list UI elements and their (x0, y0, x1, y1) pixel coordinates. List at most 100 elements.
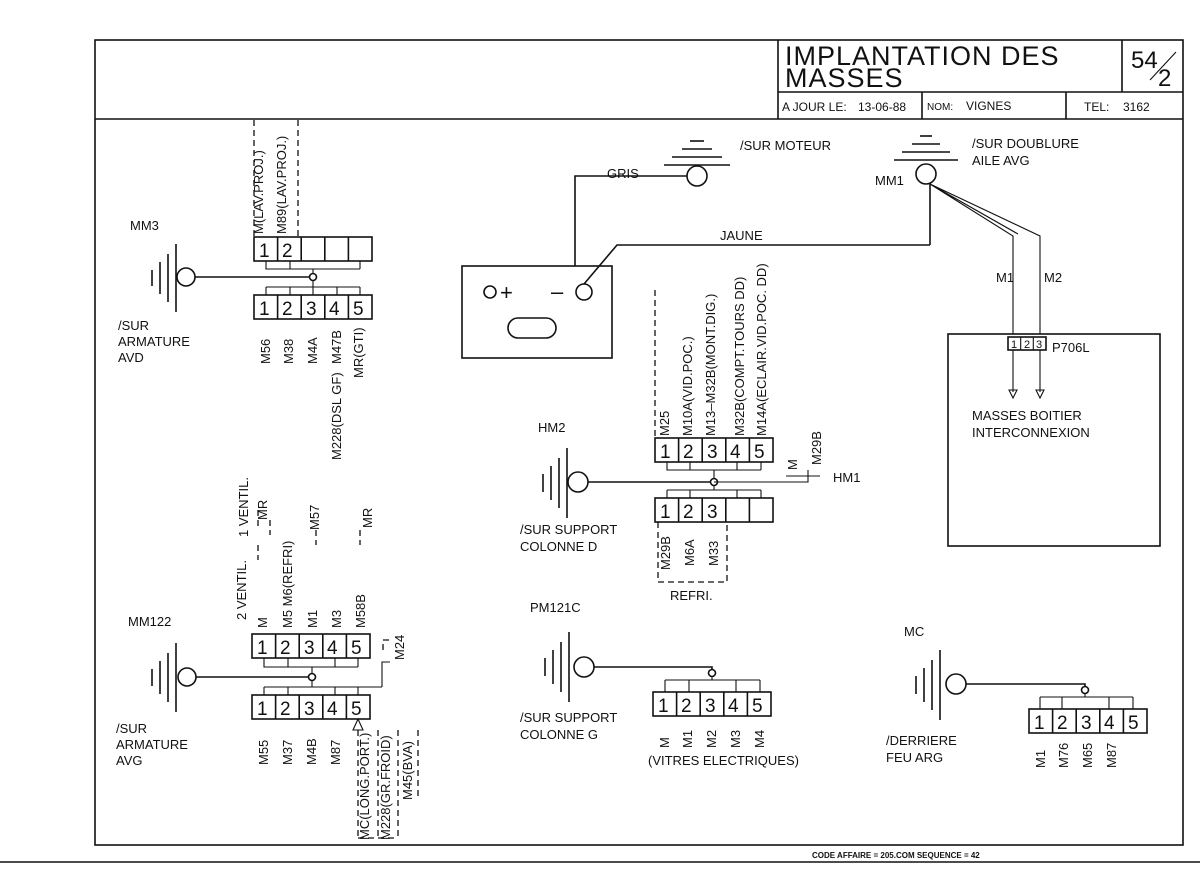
battery: + – (461, 265, 613, 359)
pm121c-label-3: M2 (704, 730, 719, 748)
author-label: NOM: (927, 102, 953, 113)
mm3-bottom-cell-4: 4 (329, 299, 340, 320)
connector-mm122-bottom: 1 2 3 4 5 (251, 694, 371, 720)
ground-name-pm121c: PM121C (530, 600, 581, 615)
page-title-line2: MASSES (785, 63, 904, 93)
mm122-top-cell-4: 4 (327, 638, 338, 659)
hm2-bottom-cell-3: 3 (707, 502, 718, 523)
ground-symbol-pm121c (544, 632, 595, 702)
ground-desc-mm3-3: AVD (118, 350, 144, 365)
p706l-cell-1: 1 (1011, 339, 1017, 351)
hm2-top-cell-2: 2 (683, 442, 694, 463)
ground-block-hm2: HM2 /SUR SUPPORT COLONNE D M25 M10A(VID.… (520, 263, 860, 603)
ground-name-mc: MC (904, 624, 924, 639)
mm122-top-cell-2: 2 (280, 638, 291, 659)
connector-mm3-top: 1 2 (253, 236, 373, 262)
ground-desc-mm3-1: /SUR (118, 318, 149, 333)
mm3-bottom-label-3: M4A (305, 337, 320, 364)
hm2-top-label-3: M13–M32B(MONT.DIG.) (703, 294, 718, 436)
hm2-bottom-cell-1: 1 (660, 502, 671, 523)
pm121c-label-2: M1 (680, 730, 695, 748)
mc-cell-4: 4 (1104, 713, 1115, 734)
pm121c-cell-2: 2 (681, 696, 692, 717)
battery-minus-label: – (551, 279, 564, 304)
mm122-top-label-6: M58B (353, 594, 368, 628)
mm122-upper-label-1: 1 VENTIL. (236, 477, 251, 537)
connector-hm2-bottom: 1 2 3 (654, 497, 774, 523)
mc-label-4: M87 (1104, 743, 1119, 768)
title-block: IMPLANTATION DES MASSES 54 2 A JOUR LE: … (95, 40, 1183, 120)
ground-desc-mm122-3: AVG (116, 753, 143, 768)
ground-symbol-mm122 (151, 643, 197, 712)
mm3-top-cell-2: 2 (282, 241, 293, 262)
mm122-bottom-label-3: M4B (304, 738, 319, 765)
interconnexion-box (947, 333, 1161, 547)
ground-desc-hm2-1: /SUR SUPPORT (520, 522, 617, 537)
ground-desc-mm1-1: /SUR DOUBLURE (972, 136, 1079, 151)
ground-block-mc: MC /DERRIERE FEU ARG 1 2 3 4 5 M1 M76 M6… (886, 624, 1148, 768)
tel-label: TEL: (1084, 100, 1109, 114)
mm3-bottom-label-5: MR(GTI) (351, 327, 366, 378)
ground-desc-moteur: /SUR MOTEUR (740, 138, 831, 153)
ground-desc-hm2-2: COLONNE D (520, 539, 597, 554)
mm3-bottom-cell-5: 5 (353, 299, 364, 320)
hm2-bottom-label-2: M6A (682, 539, 697, 566)
ground-symbol-mc (915, 650, 967, 720)
update-date-label: A JOUR LE: (782, 100, 847, 114)
ground-symbol-mm1 (894, 135, 958, 185)
mm3-top-cell-1: 1 (259, 241, 270, 262)
ground-desc-mc-1: /DERRIERE (886, 733, 957, 748)
mm122-bottom-cell-4: 4 (327, 699, 338, 720)
pm121c-cell-1: 1 (658, 696, 669, 717)
mm122-top-label-4: M1 (305, 610, 320, 628)
hm2-top-label-1: M25 (657, 411, 672, 436)
mm122-top-label-2: M (255, 617, 270, 628)
pm121c-cell-3: 3 (705, 696, 716, 717)
ground-desc-pm121c-2: COLONNE G (520, 727, 598, 742)
mm3-top-label-1: M(LAV.PROJ.) (251, 150, 266, 234)
mm3-bottom-label-4: M47B (329, 330, 344, 364)
pm121c-label-1: M (657, 737, 672, 748)
mm122-side-label: M24 (392, 635, 407, 660)
update-date-value: 13-06-88 (858, 100, 906, 114)
mm122-bottom-cell-2: 2 (280, 699, 291, 720)
page-number-bottom: 2 (1158, 65, 1171, 92)
connector-label-p706l: P706L (1052, 340, 1090, 355)
mm122-sub-label-2: M228(GR.FROID) (378, 735, 393, 840)
hm2-group-label: REFRI. (670, 588, 713, 603)
hm2-top-cell-3: 3 (707, 442, 718, 463)
mm122-top-label-3: M5 M6(REFRI) (280, 541, 295, 628)
mc-label-1: M1 (1033, 750, 1048, 768)
ground-name-mm3: MM3 (130, 218, 159, 233)
mc-label-2: M76 (1056, 743, 1071, 768)
pm121c-group-label: (VITRES ELECTRIQUES) (648, 753, 799, 768)
ground-symbol-hm2 (542, 448, 589, 518)
ground-desc-mm122-2: ARMATURE (116, 737, 188, 752)
ground-name-mm1: MM1 (875, 173, 904, 188)
connector-p706l: 1 2 3 (1007, 336, 1047, 351)
mc-label-3: M65 (1080, 743, 1095, 768)
ground-block-pm121c: PM121C /SUR SUPPORT COLONNE G 1 2 3 4 5 … (520, 600, 799, 768)
hm1-label: HM1 (833, 470, 860, 485)
p706l-cell-3: 3 (1036, 339, 1042, 351)
mm122-sub-label-1: MC(LONG.PORT.) (357, 733, 372, 840)
pm121c-label-5: M4 (752, 730, 767, 748)
ground-symbol-mm3 (151, 244, 196, 312)
ground-block-moteur: /SUR MOTEUR GRIS (574, 138, 831, 283)
connector-mc: 1 2 3 4 5 (1028, 708, 1148, 734)
mc-cell-5: 5 (1128, 713, 1139, 734)
pm121c-label-4: M3 (728, 730, 743, 748)
hm2-top-cell-4: 4 (730, 442, 741, 463)
ground-desc-mm122-1: /SUR (116, 721, 147, 736)
mm122-top-cell-3: 3 (304, 638, 315, 659)
mm3-bottom-label-1: M56 (258, 339, 273, 364)
pm121c-cell-5: 5 (752, 696, 763, 717)
mc-cell-1: 1 (1034, 713, 1045, 734)
ground-name-mm122: MM122 (128, 614, 171, 629)
mm3-extra-label: M228(DSL GF) (329, 372, 344, 460)
page-title-line1: IMPLANTATION DES (785, 41, 1060, 71)
ground-desc-pm121c-1: /SUR SUPPORT (520, 710, 617, 725)
interconnexion-text-1: MASSES BOITIER (972, 408, 1082, 423)
hm2-top-label-5: M14A(ECLAIR.VID.POC. DD) (754, 263, 769, 436)
